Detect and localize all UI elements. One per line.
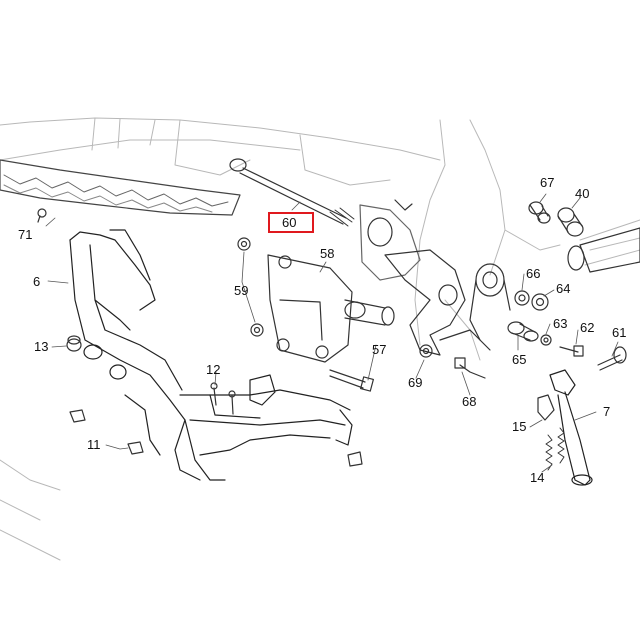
frame-plate-center [359, 199, 421, 281]
callout-14: 14 [530, 470, 545, 485]
callout-64: 64 [556, 281, 571, 296]
callout-63: 63 [553, 316, 568, 331]
part-6-main-stand [69, 229, 353, 481]
callout-12: 12 [206, 362, 221, 377]
part-71-screw [37, 208, 47, 223]
part-40-bushing [557, 207, 584, 237]
callout-57: 57 [372, 342, 387, 357]
callout-60: 60 [282, 215, 297, 230]
part-7-side-stand [549, 369, 593, 486]
swingarm-pivot-bracket [384, 249, 491, 356]
callout-69: 69 [408, 375, 423, 390]
part-68-bolt [454, 357, 486, 379]
part-11-clips [69, 409, 363, 467]
part-12-screws [210, 382, 236, 415]
callout-62: 62 [580, 320, 595, 335]
callout-11: 11 [87, 437, 101, 452]
part-67-bushing [528, 201, 551, 224]
leader-lines [45, 193, 619, 473]
part-57-bolt [329, 369, 374, 392]
callout-59: 59 [234, 283, 249, 298]
callout-13: 13 [34, 339, 49, 354]
callout-40: 40 [575, 186, 590, 201]
front-grille-panel [0, 159, 241, 216]
callout-65: 65 [512, 352, 527, 367]
callout-67: 67 [540, 175, 555, 190]
callout-61: 61 [612, 325, 627, 340]
part-59-nuts [237, 237, 264, 337]
callout-71: 71 [18, 227, 33, 242]
callout-58: 58 [320, 246, 335, 261]
frame-right-pivot [469, 263, 511, 341]
part-61-bolt [597, 346, 627, 371]
part-62-bolt [559, 345, 584, 357]
part-14-springs [545, 427, 565, 471]
callout-68: 68 [462, 394, 477, 409]
callout-7: 7 [603, 404, 611, 419]
part-13-bushing [66, 335, 82, 352]
part-15-bracket [537, 394, 555, 421]
part-66-washer [514, 290, 530, 306]
part-69-nut [419, 344, 433, 358]
swingarm-stub [567, 227, 640, 273]
callout-15: 15 [512, 419, 527, 434]
highlight-box-callout-60 [268, 212, 314, 233]
callout-66: 66 [526, 266, 541, 281]
part-65-spacer [507, 321, 539, 342]
part-64-nut [531, 293, 549, 311]
part-60-long-bolt [229, 158, 355, 227]
part-58-engine-bracket [267, 254, 395, 363]
frame-background [0, 117, 640, 561]
callout-6: 6 [33, 274, 41, 289]
part-63-nut [540, 334, 552, 346]
